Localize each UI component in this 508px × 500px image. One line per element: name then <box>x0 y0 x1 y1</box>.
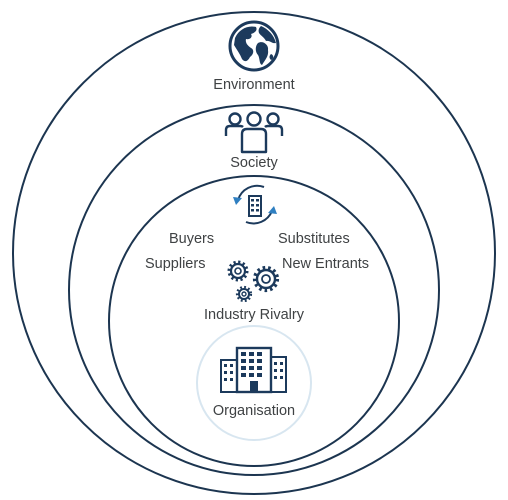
force-suppliers-label: Suppliers <box>145 256 205 272</box>
force-new-entrants-label: New Entrants <box>282 256 369 272</box>
industry-rivalry-label: Industry Rivalry <box>204 307 305 323</box>
organisation-label: Organisation <box>213 403 295 419</box>
gears-icon <box>227 260 280 303</box>
organisation-circle <box>196 325 312 441</box>
society-label: Society <box>230 155 278 171</box>
environment-label: Environment <box>213 77 294 93</box>
office-buildings-icon <box>220 346 287 394</box>
force-substitutes-label: Substitutes <box>278 231 350 247</box>
environment-ring <box>12 11 496 495</box>
building-cycle-icon <box>233 184 277 225</box>
globe-icon <box>228 20 280 72</box>
people-group-icon <box>224 111 284 154</box>
society-ring <box>68 104 440 476</box>
industry-ring <box>108 175 400 467</box>
force-buyers-label: Buyers <box>169 231 214 247</box>
